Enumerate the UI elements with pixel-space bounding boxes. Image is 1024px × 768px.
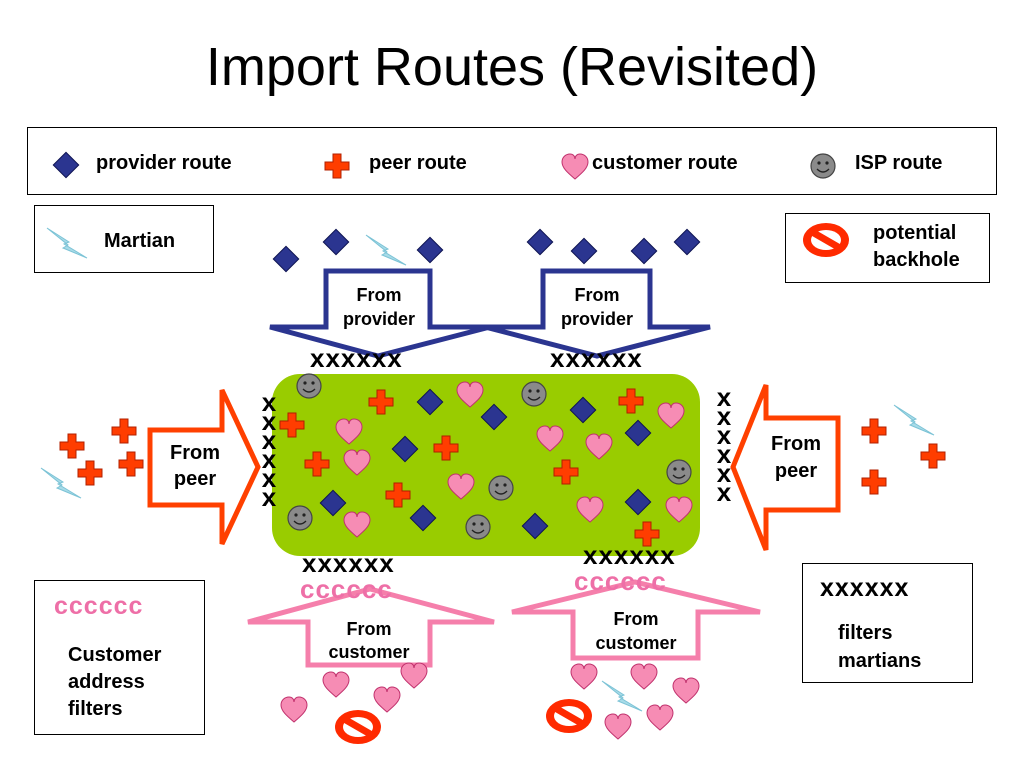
provider-route-icon [52,151,80,179]
customer-route-icon [672,677,700,704]
blackhole-icon [546,699,592,733]
provider-route-icon [570,237,598,265]
customer-filter-code: cccccc [54,592,144,620]
peer-filter-left: xxxxxx [261,387,277,512]
peer-route-icon [324,153,350,179]
customer-route-icon [604,713,632,740]
from-provider-right-label-1: From [574,285,620,305]
from-customer-left-label-2: customer [328,642,410,662]
martian-icon [40,467,82,499]
from-provider-left-label-2: provider [342,309,416,329]
from-peer-right-label-2: peer [774,460,818,482]
from-peer-right-label-1: From [771,433,821,455]
isp-route-icon [296,373,322,399]
martian-key-icon [46,227,88,259]
martian-icon [893,404,935,436]
from-customer-left-arrow [247,586,495,668]
customer-filter-line-3: filters [68,698,123,720]
peer-route-icon [77,460,103,486]
provider-route-icon [272,245,300,273]
provider-route-icon [416,236,444,264]
legend-isp-label: ISP route [855,152,943,174]
customer-route-icon [400,662,428,689]
from-peer-left-arrow [147,388,261,546]
from-peer-left-label-1: From [170,442,220,464]
customer-route-icon [322,671,350,698]
customer-route-icon [570,663,598,690]
page-title: Import Routes (Revisited) [205,37,819,97]
martian-icon [601,680,643,712]
peer-route-icon [118,451,144,477]
martian-filter-code: xxxxxx [820,574,910,602]
customer-route-icon [630,663,658,690]
martian-filter-line-1: filters [838,622,893,644]
peer-route-icon [861,418,887,444]
isp-route-icon [287,505,313,531]
from-customer-right-label-1: From [613,609,659,629]
peer-route-icon [861,469,887,495]
martian-filter-box [802,563,973,683]
blackhole-icon [335,710,381,744]
customer-route-icon [280,696,308,723]
blackhole-key-label-1: potential [873,222,957,244]
customer-address-filter-right: cccccc [574,566,667,596]
provider-filter-left: xxxxxx [310,343,403,373]
martian-filter-line-2: martians [838,650,922,672]
blackhole-key-icon [803,223,849,257]
provider-route-icon [526,228,554,256]
martian-key-label: Martian [104,230,176,252]
from-peer-right-arrow [730,384,841,551]
legend-box [27,127,997,195]
from-provider-left-arrow [269,268,491,359]
isp-route-icon [810,153,836,179]
peer-filter-right: xxxxxx [716,382,732,507]
customer-filter-line-1: Customer [68,644,162,666]
legend-provider-label: provider route [96,152,232,174]
isp-route-icon [666,459,692,485]
blackhole-key-label-2: backhole [873,249,960,271]
from-customer-left-label-1: From [346,619,392,639]
from-provider-right-label-2: provider [560,309,634,329]
customer-martian-filter-right: xxxxxx [583,540,676,570]
from-customer-right-label-2: customer [595,633,677,653]
from-provider-right-arrow [484,268,711,359]
provider-route-icon [673,228,701,256]
peer-route-icon [920,443,946,469]
customer-address-filter-left: cccccc [300,574,393,604]
from-peer-left-label-2: peer [173,468,217,490]
from-provider-left-label-1: From [356,285,402,305]
isp-route-icon [488,475,514,501]
provider-route-icon [630,237,658,265]
from-customer-right-arrow [511,579,761,661]
customer-route-icon [646,704,674,731]
provider-route-icon [322,228,350,256]
peer-route-icon [111,418,137,444]
provider-filter-right: xxxxxx [550,343,643,373]
customer-filter-line-2: address [68,671,145,693]
legend-peer-label: peer route [369,152,467,174]
customer-route-icon [373,686,401,713]
customer-martian-filter-left: xxxxxx [302,548,395,578]
peer-route-icon [59,433,85,459]
legend-customer-label: customer route [592,152,738,174]
customer-filter-box [34,580,205,735]
customer-route-icon [561,153,589,180]
martian-icon [365,234,407,266]
isp-route-icon [465,514,491,540]
isp-route-icon [521,381,547,407]
